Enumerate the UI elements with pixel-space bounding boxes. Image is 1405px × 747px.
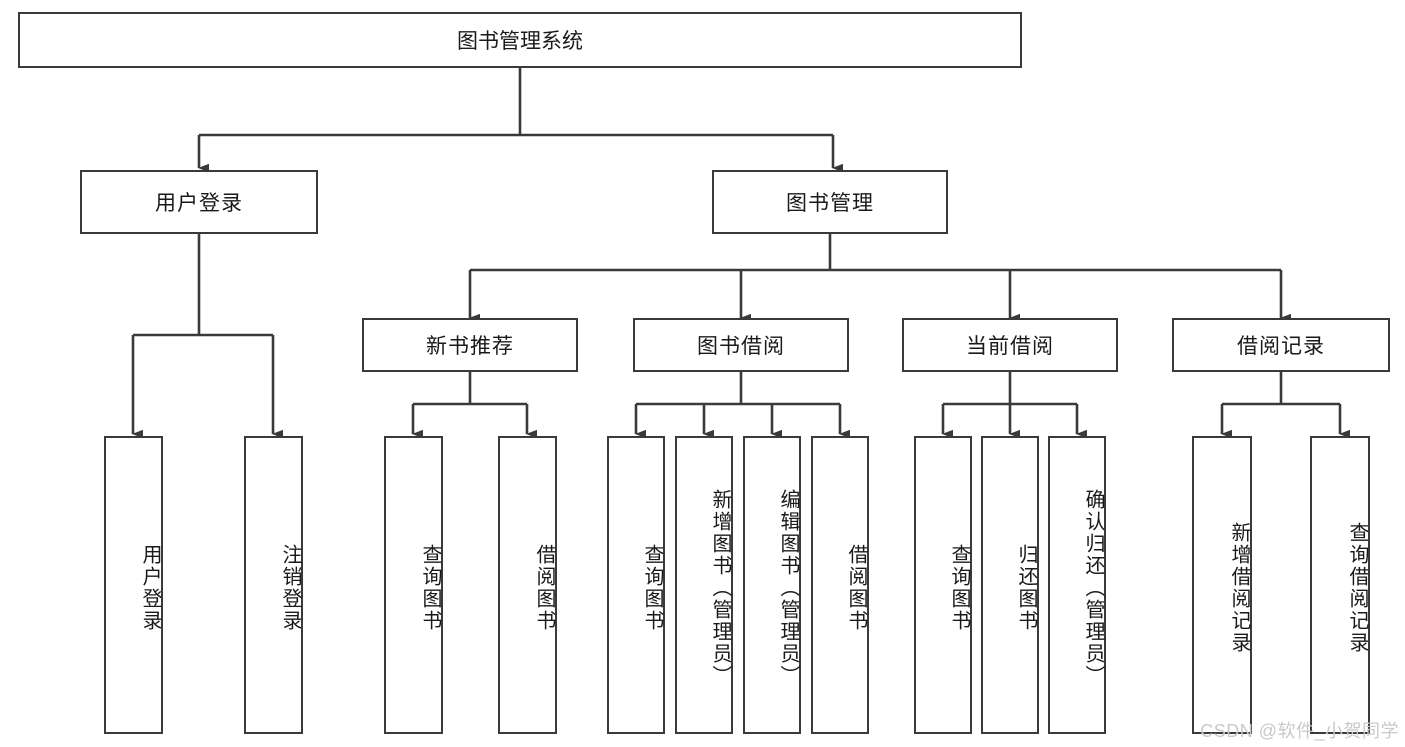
node-leaf-confirm-return[interactable]: 确认归还（管理员） [1048,436,1106,734]
node-current-borrow-label: 当前借阅 [966,335,1054,358]
node-leaf-edit-book[interactable]: 编辑图书（管理员） [743,436,801,734]
node-leaf-borrow-book-1[interactable]: 借阅图书 [498,436,557,734]
leaf-label: 注销登录 [279,544,301,632]
node-root-label: 图书管理系统 [457,30,583,53]
node-leaf-add-book[interactable]: 新增图书（管理员） [675,436,733,734]
leaf-label: 查询借阅记录 [1346,522,1368,654]
node-book-borrow[interactable]: 图书借阅 [633,318,849,372]
leaf-label: 新增图书（管理员） [709,489,731,687]
node-leaf-user-login[interactable]: 用户登录 [104,436,163,734]
leaf-label: 编辑图书（管理员） [777,489,799,687]
leaf-label: 借阅图书 [533,544,555,632]
leaf-label: 确认归还（管理员） [1082,489,1104,687]
leaf-label: 新增借阅记录 [1228,522,1250,654]
node-leaf-query-book-2[interactable]: 查询图书 [607,436,665,734]
node-current-borrow[interactable]: 当前借阅 [902,318,1118,372]
node-root[interactable]: 图书管理系统 [18,12,1022,68]
node-leaf-add-record[interactable]: 新增借阅记录 [1192,436,1252,734]
node-book-borrow-label: 图书借阅 [697,335,785,358]
node-new-book-rec[interactable]: 新书推荐 [362,318,578,372]
leaf-label: 查询图书 [948,544,970,632]
node-leaf-return-book[interactable]: 归还图书 [981,436,1039,734]
node-user-login[interactable]: 用户登录 [80,170,318,234]
node-leaf-user-logout[interactable]: 注销登录 [244,436,303,734]
node-book-manage-label: 图书管理 [786,192,874,215]
node-user-login-label: 用户登录 [155,192,243,215]
node-book-manage[interactable]: 图书管理 [712,170,948,234]
leaf-label: 归还图书 [1015,544,1037,632]
watermark: CSDN @软件_小贺同学 [1200,721,1399,741]
leaf-label: 查询图书 [641,544,663,632]
node-leaf-query-book-1[interactable]: 查询图书 [384,436,443,734]
node-leaf-query-book-3[interactable]: 查询图书 [914,436,972,734]
node-leaf-borrow-book-2[interactable]: 借阅图书 [811,436,869,734]
leaf-label: 用户登录 [139,544,161,632]
node-borrow-record-label: 借阅记录 [1237,335,1325,358]
leaf-label: 借阅图书 [845,544,867,632]
node-new-book-rec-label: 新书推荐 [426,335,514,358]
leaf-label: 查询图书 [419,544,441,632]
node-leaf-query-record[interactable]: 查询借阅记录 [1310,436,1370,734]
node-borrow-record[interactable]: 借阅记录 [1172,318,1390,372]
